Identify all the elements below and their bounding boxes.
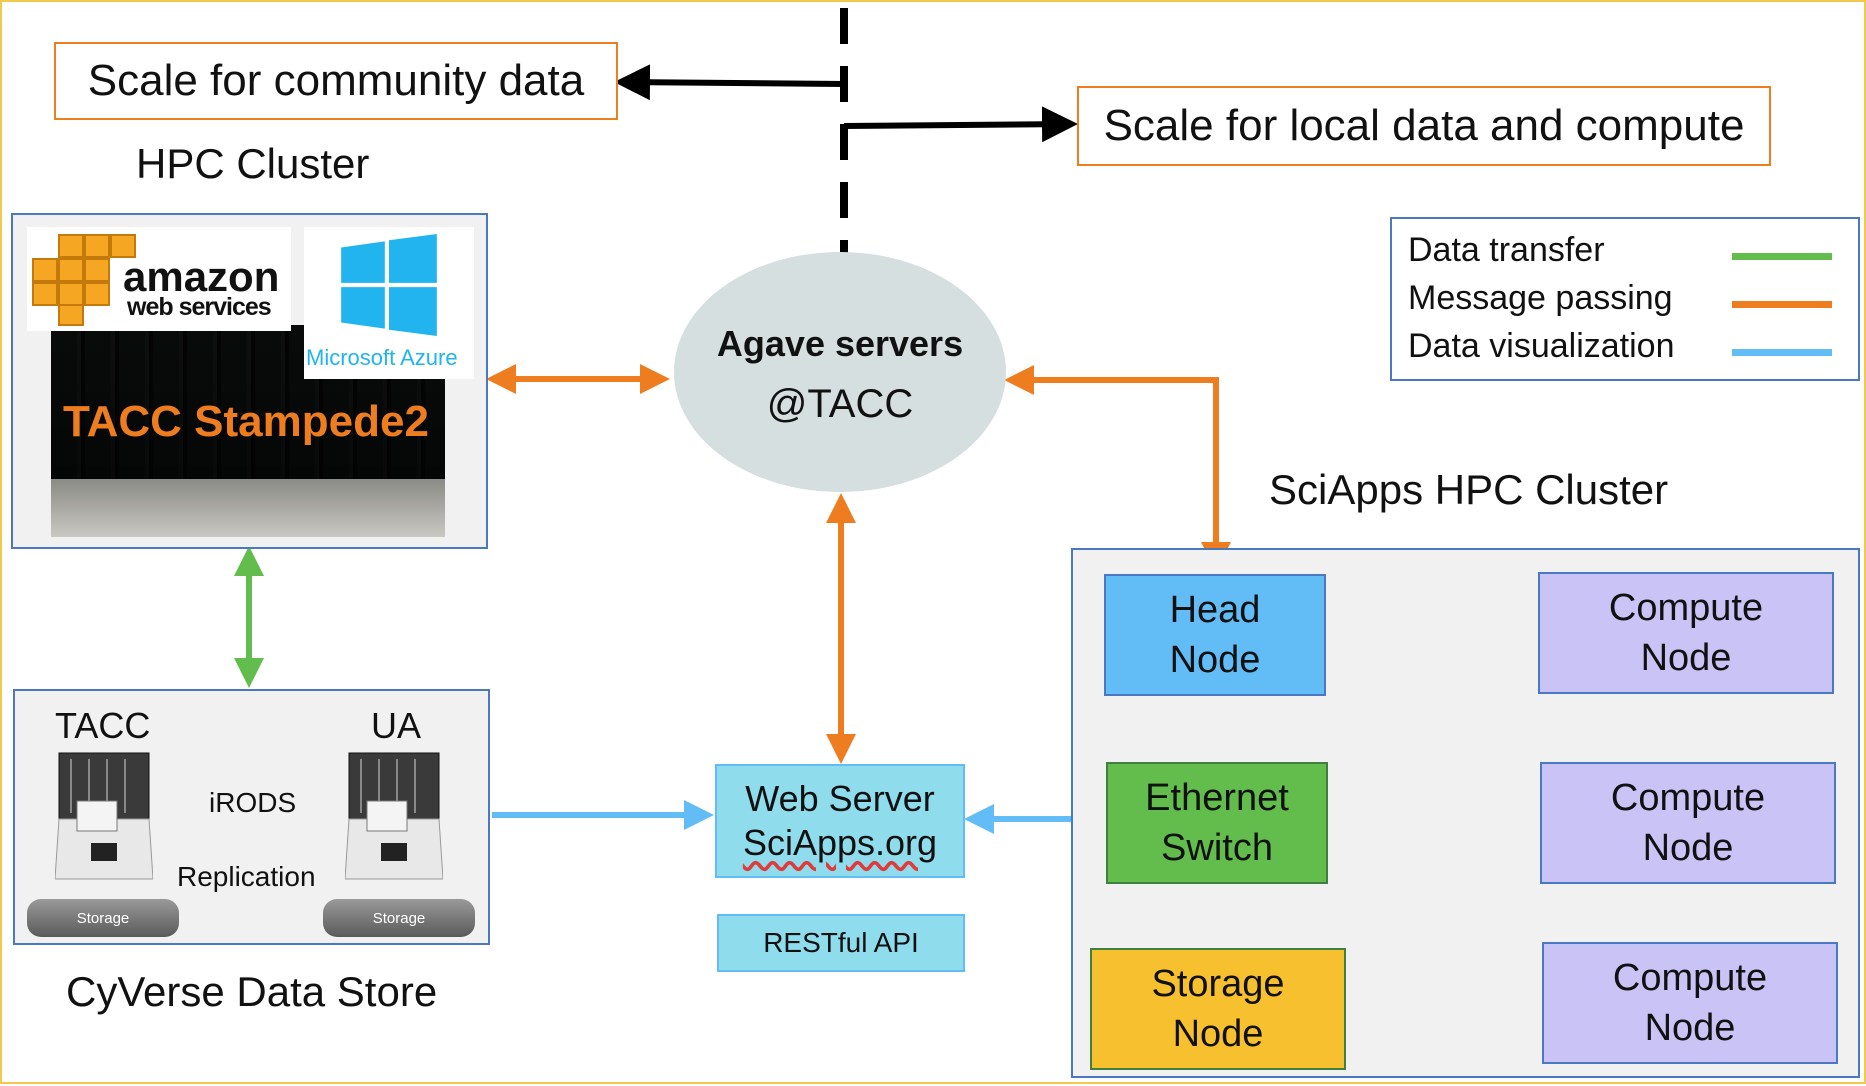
legend-item-data-visualization: Data visualization <box>1408 327 1675 365</box>
cyverse-title: CyVerse Data Store <box>66 968 438 1015</box>
compute-node-2: Compute Node <box>1540 762 1836 884</box>
ua-server-icon <box>345 752 443 880</box>
legend-item-message-passing: Message passing <box>1408 279 1673 317</box>
web-server-line1: Web Server <box>745 778 935 819</box>
local-scale-label: Scale for local data and compute <box>1103 101 1745 150</box>
ua-site-label: UA <box>371 705 422 746</box>
legend-item-data-transfer: Data transfer <box>1408 231 1605 269</box>
legend-swatch-orange <box>1732 301 1832 308</box>
aws-cubes-icon <box>32 234 136 326</box>
stampede-label: TACC Stampede2 <box>63 397 429 446</box>
sciapps-cluster-title: SciApps HPC Cluster <box>1269 466 1669 513</box>
aws-subname: web services <box>127 293 272 321</box>
azure-logo: Microsoft Azure <box>304 227 474 379</box>
switch-line1: Ethernet <box>1145 777 1289 819</box>
cyverse-panel: TACC UA iRODS Replication Storage Storag… <box>13 689 490 945</box>
tacc-storage-label: Storage <box>76 909 130 927</box>
tacc-site-label: TACC <box>55 705 151 746</box>
tacc-server-icon <box>55 752 153 880</box>
datacenter-aisle <box>51 479 445 537</box>
ua-storage-disk: Storage <box>323 899 475 937</box>
aws-logo: amazon web services <box>27 227 291 331</box>
legend-swatch-blue <box>1732 349 1832 356</box>
compute-node-2-line2: Node <box>1642 827 1734 869</box>
tacc-storage-disk: Storage <box>27 899 179 937</box>
compute-node-1: Compute Node <box>1538 572 1834 694</box>
agave-location: @TACC <box>766 382 914 426</box>
legend: Data transfer Message passing Data visua… <box>1390 217 1860 381</box>
compute-node-3-line2: Node <box>1644 1007 1736 1049</box>
head-node-line2: Node <box>1169 639 1261 681</box>
azure-label: Microsoft Azure <box>306 345 458 370</box>
hpc-cluster-panel: TACC Stampede2 amazon web services <box>11 213 488 549</box>
agave-title: Agave servers <box>716 323 964 364</box>
head-node: Head Node <box>1104 574 1326 696</box>
compute-node-2-line1: Compute <box>1610 777 1766 819</box>
windows-icon <box>341 234 437 336</box>
storage-node-line1: Storage <box>1151 963 1285 1005</box>
restful-api-label: RESTful API <box>763 927 919 958</box>
switch-line2: Switch <box>1161 827 1273 869</box>
legend-swatch-green <box>1732 253 1832 260</box>
aws-name: amazon <box>123 253 280 300</box>
community-scale-label: Scale for community data <box>87 56 585 105</box>
arrow-local-scale <box>841 124 1072 152</box>
storage-node: Storage Node <box>1090 948 1346 1070</box>
local-scale-box: Scale for local data and compute <box>1077 86 1771 166</box>
arrow-agave-sciapps <box>1004 365 1231 572</box>
compute-node-3-line1: Compute <box>1612 957 1768 999</box>
restful-api: RESTful API <box>717 914 965 972</box>
hpc-cluster-title: HPC Cluster <box>136 140 370 187</box>
community-scale-box: Scale for community data <box>54 42 618 120</box>
irods-label: iRODS <box>209 787 297 818</box>
head-node-line1: Head <box>1169 589 1261 631</box>
compute-node-3: Compute Node <box>1542 942 1838 1064</box>
storage-node-line2: Node <box>1172 1013 1264 1055</box>
agave-servers: Agave servers @TACC <box>674 252 1006 492</box>
arrow-community-scale <box>620 70 847 92</box>
compute-node-1-line1: Compute <box>1608 587 1764 629</box>
web-server-url: SciApps.org <box>742 822 938 863</box>
stampede-photo: TACC Stampede2 <box>51 325 445 537</box>
ethernet-switch: Ethernet Switch <box>1106 762 1328 884</box>
web-server: Web Server SciApps.org <box>715 764 965 878</box>
replication-label: Replication <box>177 861 316 892</box>
ua-storage-label: Storage <box>372 909 426 927</box>
compute-node-1-line2: Node <box>1640 637 1732 679</box>
